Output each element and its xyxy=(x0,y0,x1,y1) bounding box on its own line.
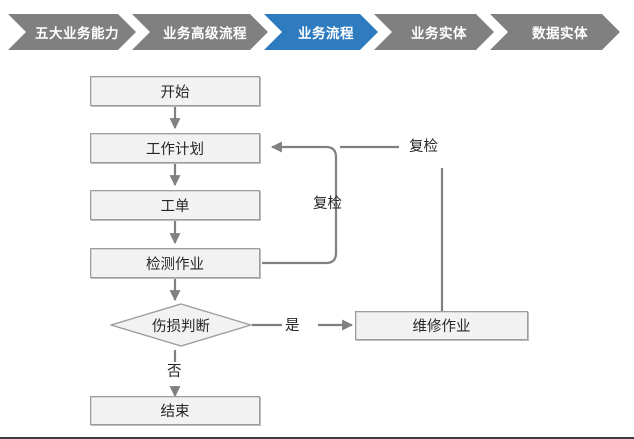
breadcrumb-item-3-active[interactable]: 业务流程 xyxy=(264,14,378,50)
edge-label-yes: 是 xyxy=(285,318,300,334)
node-label: 工作计划 xyxy=(146,141,204,158)
breadcrumb-item-label: 业务流程 xyxy=(298,26,354,41)
breadcrumb-item-1[interactable]: 五大业务能力 xyxy=(8,14,136,50)
node-label: 维修作业 xyxy=(412,319,471,335)
node-start[interactable]: 开始 xyxy=(90,76,260,106)
edge-label-no: 否 xyxy=(167,364,182,380)
node-repair-task[interactable]: 维修作业 xyxy=(355,311,528,340)
edge-label-recheck-outer: 复检 xyxy=(409,139,438,155)
node-label: 工单 xyxy=(160,198,190,215)
node-label: 伤损判断 xyxy=(152,318,210,335)
node-work-order[interactable]: 工单 xyxy=(90,190,260,220)
breadcrumb-item-label: 业务实体 xyxy=(411,26,467,41)
breadcrumb-item-5[interactable]: 数据实体 xyxy=(490,14,620,50)
node-label: 检测作业 xyxy=(146,256,204,273)
breadcrumb-item-2[interactable]: 业务高级流程 xyxy=(132,14,268,50)
node-label: 开始 xyxy=(160,84,190,101)
node-work-plan[interactable]: 工作计划 xyxy=(90,133,260,163)
edge-label-recheck-inner: 复检 xyxy=(313,196,342,212)
breadcrumb-item-label: 五大业务能力 xyxy=(35,26,119,41)
breadcrumb: 五大业务能力 业务高级流程 业务流程 业务实体 数据实体 xyxy=(0,14,634,50)
node-inspection-task[interactable]: 检测作业 xyxy=(90,248,260,278)
breadcrumb-item-4[interactable]: 业务实体 xyxy=(374,14,494,50)
breadcrumb-item-label: 业务高级流程 xyxy=(163,26,247,41)
node-damage-decision[interactable]: 伤损判断 xyxy=(110,303,252,347)
diamond-shape xyxy=(110,303,252,347)
node-end[interactable]: 结束 xyxy=(90,396,260,425)
breadcrumb-item-label: 数据实体 xyxy=(532,26,588,41)
node-label: 结束 xyxy=(160,404,190,420)
